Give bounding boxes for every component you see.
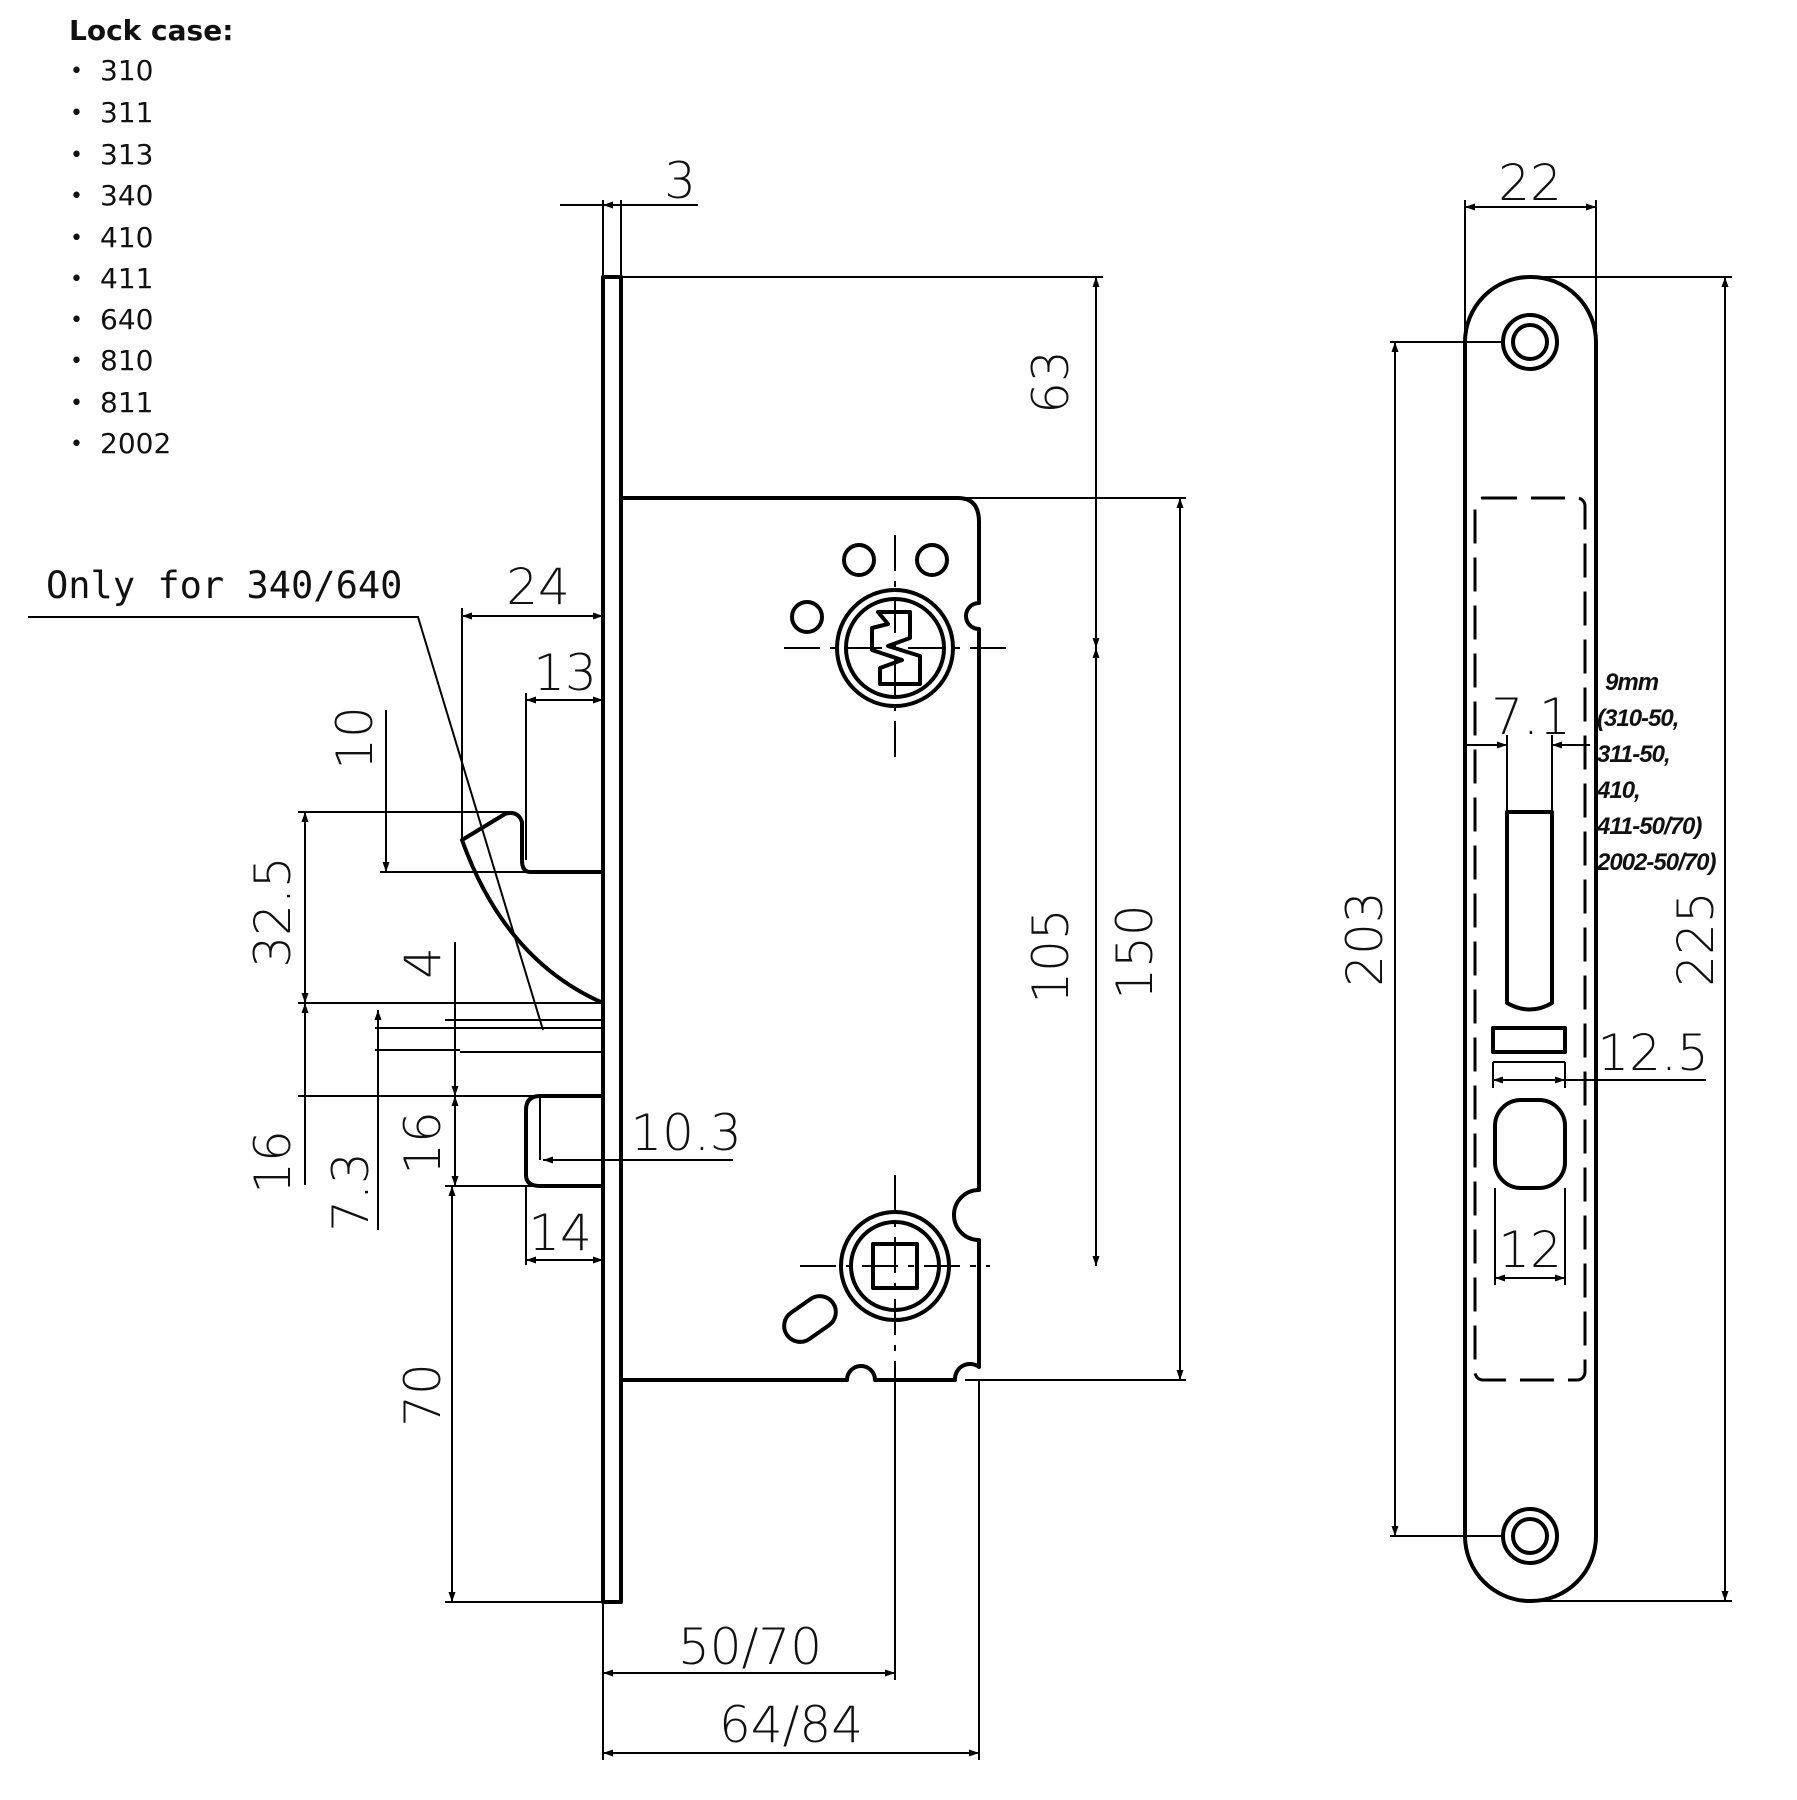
latch-bolt <box>460 811 604 1005</box>
list-item: 810 <box>100 344 153 377</box>
list-item: 411 <box>100 262 153 295</box>
faceplate <box>601 275 623 1604</box>
dim-latch-height: 10 <box>326 706 384 770</box>
screw-hole-top <box>1501 313 1559 371</box>
lock-case-list: Lock case: • • • • • • • • • • 310 311 3… <box>69 14 233 460</box>
dim-width: 22 <box>1498 154 1562 212</box>
list-item: 640 <box>100 303 153 336</box>
latch-slot <box>1505 810 1554 1012</box>
dim-case-height: 150 <box>1106 904 1164 999</box>
dim-bottom-offset: 70 <box>394 1363 452 1427</box>
dim-deadbolt-height: 16 <box>394 1111 452 1175</box>
side-faceplate <box>1463 275 1598 1603</box>
lock-body <box>621 496 981 1382</box>
hidden-case-outline <box>1473 496 1587 1382</box>
dim-bolt-width: 12.5 <box>1597 1024 1708 1082</box>
lock-case-title: Lock case: <box>69 14 233 47</box>
dim-latch-offset: 32.5 <box>244 856 302 967</box>
dim-latch-width: 7.1 <box>1491 688 1571 746</box>
dim-deadbolt-width: 12 <box>1498 1221 1562 1279</box>
svg-text:•: • <box>70 59 83 84</box>
svg-text:•: • <box>70 101 83 126</box>
svg-text:•: • <box>70 184 83 209</box>
list-item: 811 <box>100 386 153 419</box>
model-note-line: (310-50, <box>1597 705 1678 732</box>
screw-hole-bottom <box>1501 1507 1559 1565</box>
list-bullets: • • • • • • • • • • <box>70 59 83 457</box>
svg-text:•: • <box>70 226 83 251</box>
side-dimension-lines <box>1391 203 1729 1601</box>
list-item: 311 <box>100 96 153 129</box>
dim-latch-face: 13 <box>533 644 597 702</box>
dim-backset: 50/70 <box>678 1618 822 1676</box>
model-note-line: 9mm <box>1605 669 1659 696</box>
side-view: 22 203 225 7.1 12.5 12 9mm (310-50, 311-… <box>1336 154 1732 1603</box>
front-view: Only for 340/640 <box>28 152 1186 1760</box>
list-item: 340 <box>100 179 153 212</box>
svg-text:•: • <box>70 308 83 333</box>
model-note-line: 410, <box>1596 777 1640 804</box>
dim-gap-small: 4 <box>394 947 452 979</box>
dim-top-to-follower: 63 <box>1022 350 1080 414</box>
svg-text:•: • <box>70 143 83 168</box>
bolt-slot <box>1491 1026 1567 1054</box>
note-only-for: Only for 340/640 <box>46 564 402 607</box>
svg-text:•: • <box>70 391 83 416</box>
dim-deadbolt-depth: 14 <box>528 1204 592 1262</box>
cylinder-slot <box>1493 1098 1567 1190</box>
dim-screw-spacing: 203 <box>1336 891 1394 986</box>
dim-follower-to-key: 105 <box>1022 908 1080 1003</box>
dim-plate-height: 225 <box>1667 891 1725 986</box>
list-item: 410 <box>100 221 153 254</box>
dim-faceplate-thickness: 3 <box>664 152 696 210</box>
svg-text:•: • <box>70 432 83 457</box>
follower-hub <box>784 535 1010 760</box>
dim-latch-depth: 24 <box>506 558 570 616</box>
deadbolt <box>524 1094 603 1188</box>
cylinder-hub <box>782 1175 990 1380</box>
model-note: 9mm (310-50, 311-50, 410, 411-50/70) 200… <box>1596 669 1717 876</box>
dim-deadbolt-throw: 10.3 <box>630 1104 741 1162</box>
model-note-line: 2002-50/70) <box>1596 849 1716 876</box>
svg-text:•: • <box>70 349 83 374</box>
list-item: 2002 <box>100 427 171 460</box>
svg-text:•: • <box>70 267 83 292</box>
list-item: 310 <box>100 54 153 87</box>
model-note-line: 311-50, <box>1597 741 1670 768</box>
list-item: 313 <box>100 138 153 171</box>
front-dimension-lines <box>301 201 1184 1757</box>
dim-case-depth: 64/84 <box>719 1696 863 1754</box>
dim-deadbolt-offset: 16 <box>244 1130 302 1194</box>
dim-deadbolt-gap: 7.3 <box>322 1152 380 1232</box>
note-leader <box>28 616 544 1031</box>
model-note-line: 411-50/70) <box>1596 813 1702 840</box>
front-extension-lines <box>298 200 1186 1760</box>
